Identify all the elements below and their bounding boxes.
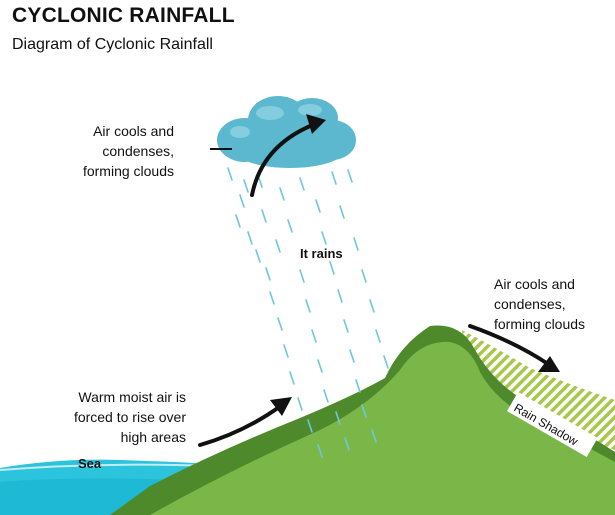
rain-shadow-label-box <box>507 392 598 458</box>
right-cloud-label: Air cools and condenses, forming clouds <box>494 276 586 332</box>
rising-air-arrow-cloud <box>250 122 317 197</box>
descending-air-arrow <box>468 324 550 366</box>
rain <box>227 167 389 458</box>
page-title: CYCLONIC RAINFALL <box>12 4 235 27</box>
cloud-label: Air cools and condenses, forming clouds <box>82 123 174 179</box>
warm-air-arrow <box>198 403 284 447</box>
sea-label: Sea <box>78 456 102 471</box>
mountain-light <box>150 341 615 515</box>
page-subtitle: Diagram of Cyclonic Rainfall <box>12 36 213 53</box>
it-rains-label: It rains <box>300 246 343 261</box>
rain-shadow-area <box>462 330 615 450</box>
warm-air-label: Warm moist air is forced to rise over hi… <box>73 389 186 445</box>
